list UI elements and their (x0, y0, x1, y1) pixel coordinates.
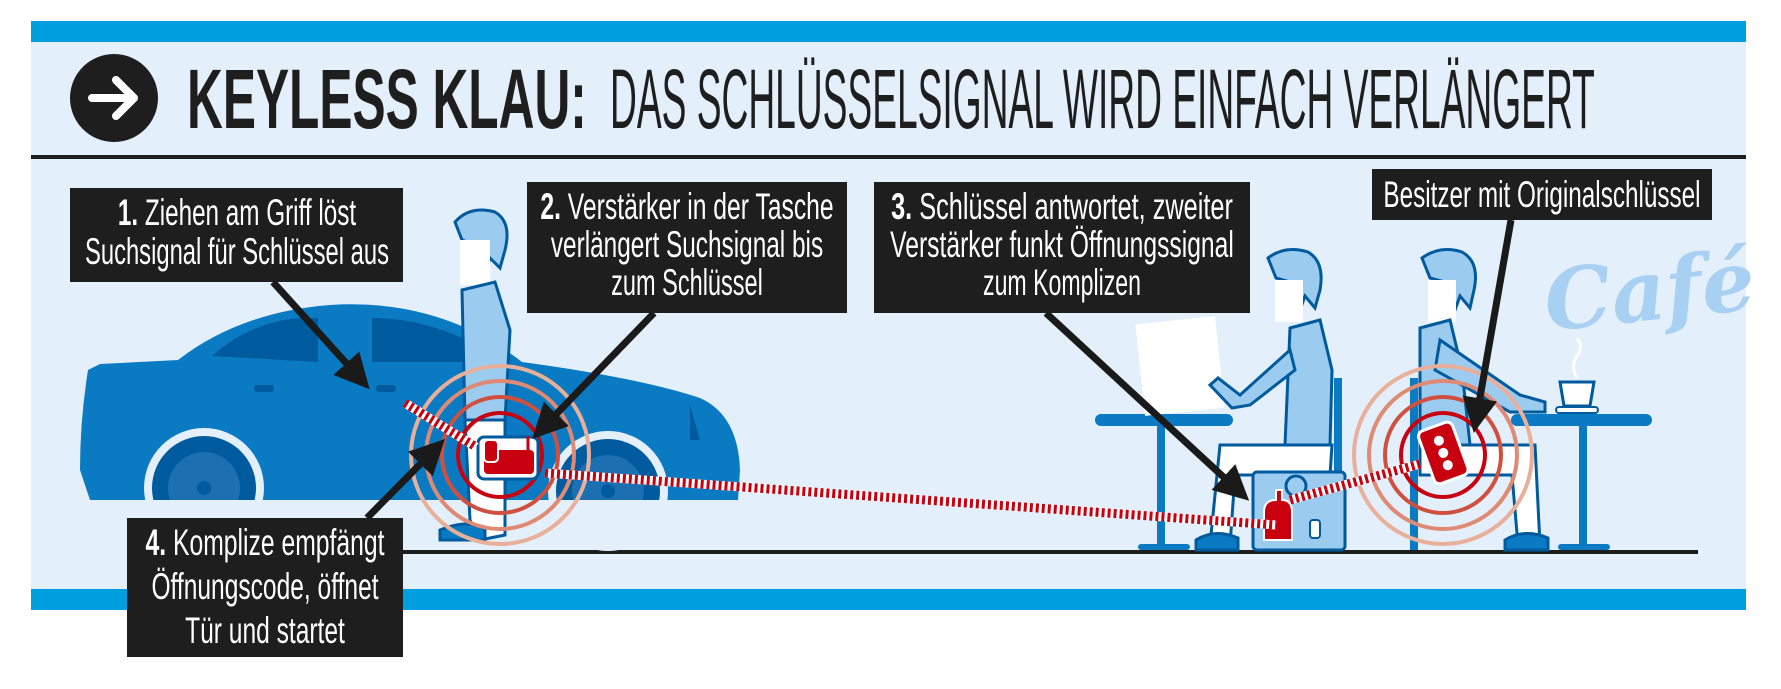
bottom-accent-bar (31, 589, 1746, 610)
callout-step-2-line-1: 2. Verstärker in der Tasche (540, 188, 833, 225)
car-key-fob-icon (1417, 420, 1470, 486)
step-number: 4. (145, 522, 167, 563)
signal-amplifier-icon (476, 435, 540, 481)
signal-rings-owner (1352, 364, 1534, 546)
step-text: zum Schlüssel (611, 262, 763, 303)
arrow-step-3 (1043, 310, 1250, 501)
arrow-step-4 (364, 439, 445, 521)
menu-paper (1135, 316, 1225, 416)
cafe-sign: Café (1540, 230, 1760, 351)
signal-path-amplifier-to-bag (544, 468, 1277, 530)
signal-path-key-to-bag (1288, 459, 1422, 505)
callout-owner-box (1372, 169, 1712, 220)
signal-paths (402, 399, 1422, 530)
ground-line (403, 550, 1698, 554)
header-divider (31, 155, 1746, 159)
step-number: 1. (117, 192, 139, 233)
coffee-cup-icon (1555, 337, 1599, 414)
step-text: zum Komplizen (983, 262, 1141, 303)
callout-step-2-box (527, 182, 847, 313)
arrow-owner (1462, 219, 1515, 433)
callout-step-1-line-1: 1. Ziehen am Griff löst (118, 194, 356, 231)
cafe-right-table (1511, 414, 1652, 550)
step-number: 3. (891, 186, 913, 227)
step-text: Ziehen am Griff löst (144, 192, 357, 233)
step-text: Tür und startet (185, 610, 345, 651)
step-number: 2. (540, 186, 561, 227)
callout-step-3-line-1: 3. Schlüssel antwortet, zweiter (891, 188, 1233, 225)
callout-step-3-box (874, 182, 1250, 313)
title-bold: KEYLESS KLAU: (187, 52, 587, 146)
signal-path-handle-to-amplifier (402, 399, 479, 451)
step-text: Öffnungscode, öffnet (151, 566, 379, 607)
arrow-right-circle-icon (70, 54, 158, 142)
owner-label: Besitzer mit Originalschlüssel (1383, 174, 1701, 215)
top-accent-bar (31, 21, 1746, 42)
step-text: verlängert Suchsignal bis (550, 224, 824, 265)
callout-step-1-box (70, 188, 403, 282)
callout-step-4-line-1: 4. Komplize empfängt (146, 524, 385, 561)
title-regular: DAS SCHLÜSSELSIGNAL WIRD EINFACH VERLÄNG… (610, 52, 1595, 146)
step-text: Suchsignal für Schlüssel aus (84, 231, 390, 272)
arrow-step-2 (532, 310, 657, 440)
pointer-arrows (270, 219, 1515, 521)
step-text: Komplize empfängt (173, 522, 385, 563)
arrow-step-1 (270, 279, 370, 390)
step-text: Schlüssel antwortet, zweiter (919, 186, 1233, 227)
step-text: Verstärker funkt Öffnungssignal (890, 224, 1234, 265)
callout-step-4-box (127, 518, 403, 657)
step-text: Verstärker in der Tasche (567, 186, 834, 227)
